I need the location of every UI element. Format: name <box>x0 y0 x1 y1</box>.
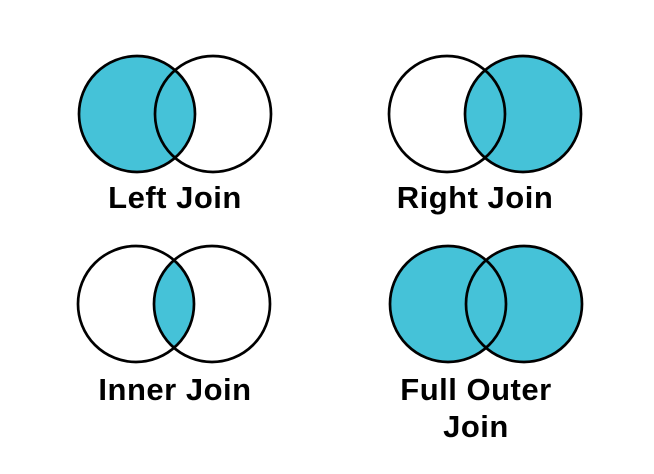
inner-join-label: Inner Join <box>98 372 252 407</box>
right-circle-outline <box>153 54 273 174</box>
right-circle-fill <box>465 56 581 172</box>
venn-diagram-inner-join <box>76 244 272 364</box>
venn-diagram-right-join <box>387 54 583 174</box>
left-circle-outline <box>76 244 196 364</box>
right-circle-outline <box>463 54 583 174</box>
right-join-label: Right Join <box>396 180 554 215</box>
left-circle-fill <box>79 56 195 172</box>
right-circle-outline <box>152 244 272 364</box>
right-circle-fill <box>466 246 582 362</box>
full-outer-join-label: Full Outer Join <box>400 372 552 444</box>
venn-diagram-left-join <box>77 54 273 174</box>
intersection-lens-fill <box>154 260 194 348</box>
left-join-label: Left Join <box>108 180 242 215</box>
venn-diagram-full-outer-join <box>388 244 584 364</box>
left-circle-outline <box>387 54 507 174</box>
left-circle-outline <box>77 54 197 174</box>
left-circle-outline <box>388 244 508 364</box>
right-circle-outline <box>464 244 584 364</box>
